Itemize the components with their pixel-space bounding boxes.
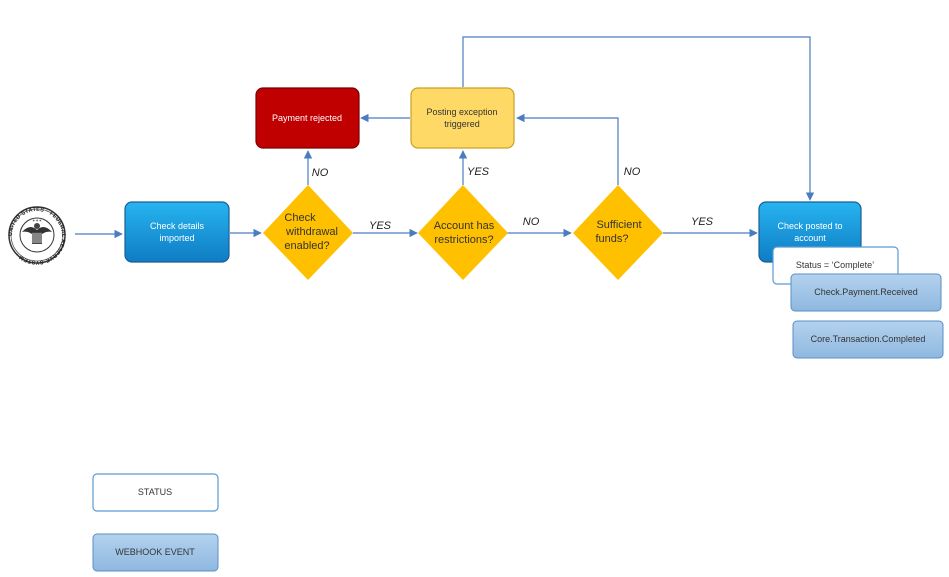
- status-text: Status = ‘Complete’: [796, 260, 874, 270]
- label-withdrawal-yes: YES: [369, 220, 392, 232]
- node-text: triggered: [444, 119, 480, 129]
- legend-status-label: STATUS: [138, 487, 172, 497]
- node-text: imported: [159, 233, 194, 243]
- decision-text: Check: [284, 212, 316, 224]
- legend-status: STATUS: [92, 473, 219, 512]
- webhook-core-transaction-completed: Core.Transaction.Completed: [792, 320, 944, 359]
- webhook-text: Core.Transaction.Completed: [811, 334, 926, 344]
- connectors: [75, 36, 815, 239]
- node-text: Check posted to: [777, 221, 842, 231]
- legend-webhook-label: WEBHOOK EVENT: [115, 547, 195, 557]
- node-text: account: [794, 233, 826, 243]
- webhook-text: Check.Payment.Received: [814, 287, 918, 297]
- node-payment-rejected: Payment rejected: [255, 87, 360, 149]
- decision-text: withdrawal: [285, 226, 338, 238]
- node-text: Check details: [150, 221, 205, 231]
- decision-text: enabled?: [284, 240, 329, 252]
- label-restrictions-yes: YES: [467, 166, 490, 178]
- edge-exception-to-posted: [462, 36, 815, 201]
- decision-text: Account has: [434, 220, 495, 232]
- decision-text: funds?: [595, 233, 628, 245]
- node-check-imported: Check details imported: [124, 201, 230, 263]
- decision-check-withdrawal: Check withdrawal enabled?: [263, 185, 353, 280]
- federal-reserve-seal: UNITED STATES · FEDERAL RESERVE SYSTEM ·…: [8, 206, 66, 265]
- decision-text: restrictions?: [434, 234, 493, 246]
- label-funds-yes: YES: [691, 216, 714, 228]
- label-withdrawal-no: NO: [312, 167, 329, 179]
- svg-text:✶✶✶: ✶✶✶: [32, 218, 42, 223]
- webhook-check-payment-received: Check.Payment.Received: [790, 273, 942, 312]
- legend: STATUS WEBHOOK EVENT: [92, 473, 219, 572]
- decision-text: Sufficient: [596, 219, 641, 231]
- edge-funds-no: [516, 113, 619, 185]
- node-posting-exception: Posting exception triggered: [410, 87, 515, 149]
- node-text: Posting exception: [426, 107, 497, 117]
- node-text: Payment rejected: [272, 113, 342, 123]
- decision-sufficient-funds: Sufficient funds?: [573, 185, 663, 280]
- label-funds-no: NO: [624, 166, 641, 178]
- label-restrictions-no: NO: [523, 216, 540, 228]
- legend-webhook: WEBHOOK EVENT: [92, 533, 219, 572]
- edge-labels: NO YES YES NO NO YES: [312, 166, 714, 232]
- decision-account-restrictions: Account has restrictions?: [418, 185, 508, 280]
